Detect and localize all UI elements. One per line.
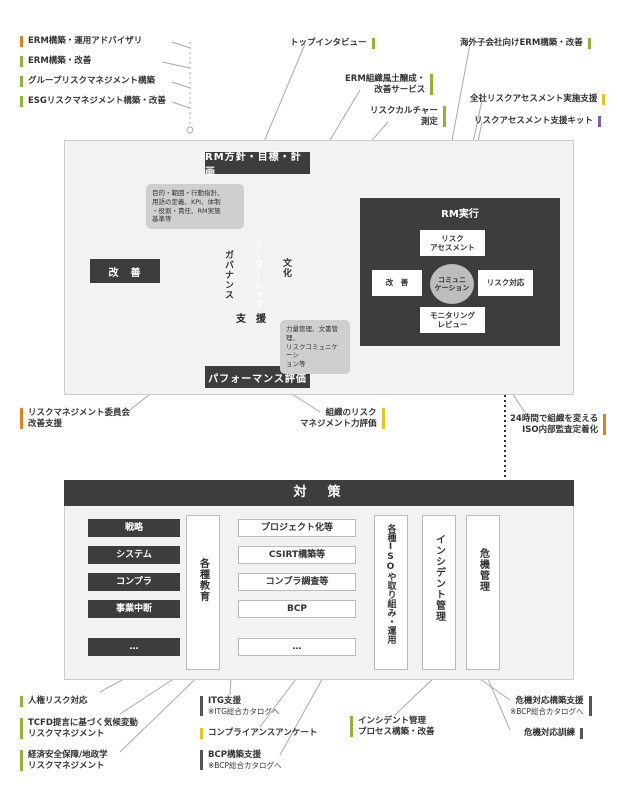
label-capability-1: 組織のリスク	[325, 408, 377, 418]
label-bcp-build[interactable]: BCP構築支援 ※BCP総合カタログへ	[200, 750, 282, 770]
label-overseas[interactable]: 海外子会社向けERM構築・改善	[460, 38, 591, 49]
col-crisis: 危機管理	[466, 515, 500, 670]
label-incident-process-2: プロセス構築・改善	[358, 726, 435, 737]
label-economic-security[interactable]: 経済安全保障/地政学 リスクマネジメント	[20, 750, 108, 772]
row-compliance: コンプラ	[88, 573, 180, 591]
cell-bcp: BCP	[238, 600, 356, 618]
label-itg[interactable]: ITG支援 ※ITG総合カタログへ	[200, 696, 279, 716]
cell-csirt: CSIRT構築等	[238, 546, 356, 564]
policy-note-3: ・役割・責任、RM実施	[152, 206, 221, 215]
label-human-rights[interactable]: 人権リスク対応	[20, 696, 88, 707]
label-crisis-training[interactable]: 危機対応訓練	[524, 728, 584, 739]
label-risk-culture[interactable]: リスクカルチャー 測定	[370, 106, 446, 128]
venn-support: 支 援	[236, 314, 266, 325]
label-assessment-kit[interactable]: リスクアセスメント支援キット	[474, 116, 601, 127]
label-company-assessment[interactable]: 全社リスクアセスメント実施支援	[470, 94, 606, 105]
label-group-rm[interactable]: グループリスクマネジメント構築	[20, 76, 155, 87]
label-erm-build[interactable]: ERM構築・改善	[20, 56, 91, 67]
label-economic-security-2: リスクマネジメント	[28, 760, 105, 771]
rm-improve-box: 改 善	[372, 270, 422, 296]
label-committee-1: リスクマネジメント委員会	[28, 408, 131, 418]
row-more: …	[88, 638, 180, 656]
improve-box: 改 善	[90, 259, 160, 283]
communication-2: ケーション	[434, 284, 470, 292]
row-system: システム	[88, 546, 180, 564]
row-business-interruption: 事業中断	[88, 600, 180, 618]
support-note-3: ョン等	[286, 360, 306, 369]
col-education: 各種教育	[186, 515, 220, 670]
label-crisis-build-title: 危機対応構築支援	[515, 696, 584, 706]
label-committee[interactable]: リスクマネジメント委員会 改善支援	[20, 408, 131, 430]
label-incident-process-1: インシデント管理	[358, 716, 427, 726]
rm-exec-title: RM実行	[441, 209, 479, 220]
label-esg-rm[interactable]: ESGリスクマネジメント構築・改善	[20, 96, 166, 107]
support-note-1: 力量管理、文書管理、	[286, 325, 338, 342]
label-tcfd-2: リスクマネジメント	[28, 728, 105, 739]
policy-note-4: 基準等	[152, 215, 172, 224]
label-erm-culture-1: ERM組織風土醸成・	[345, 74, 426, 84]
label-erm-culture[interactable]: ERM組織風土醸成・ 改善サービス	[345, 74, 434, 96]
label-tcfd-1: TCFD提言に基づく気候変動	[28, 718, 138, 728]
label-bcp-title: BCP構築支援	[208, 750, 261, 760]
policy-note: 目的・範囲・行動指針、 用語の定義、KPI、体制 ・役割・責任、RM実施 基準等	[146, 184, 244, 230]
support-note-2: リスクコミュニケーシ	[286, 342, 338, 360]
col-education-text: 各種教育	[197, 558, 209, 602]
cell-compliance-survey: コンプラ調査等	[238, 573, 356, 591]
label-compliance-survey[interactable]: コンプライアンスアンケート	[200, 728, 317, 739]
cell-more: …	[238, 638, 356, 656]
label-iso-audit[interactable]: 24時間で組織を変える ISO内部監査定着化	[510, 414, 607, 436]
policy-note-1: 目的・範囲・行動指針、	[152, 189, 224, 197]
monitoring-1: モニタリング	[430, 310, 475, 320]
countermeasures-title: 対 策	[64, 480, 574, 506]
col-iso: 各種ISOや取り組み・運用	[374, 515, 408, 670]
col-incident: インシデント管理	[422, 515, 456, 670]
rm-plan-box: RM方針・目標・計画	[205, 152, 310, 178]
label-iso-audit-1: 24時間で組織を変える	[510, 414, 599, 424]
label-committee-2: 改善支援	[28, 418, 63, 429]
col-iso-text: 各種ISOや取り組み・運用	[385, 524, 396, 644]
venn-leadership: リーダーシップ	[252, 240, 262, 310]
venn-governance: ガバナンス	[223, 250, 233, 300]
label-itg-title: ITG支援	[208, 696, 241, 706]
row-strategy: 戦略	[88, 519, 180, 537]
label-top-interview[interactable]: トップインタビュー	[290, 38, 375, 49]
label-bcp-sub: ※BCP総合カタログへ	[208, 760, 282, 770]
risk-assessment-2: アセスメント	[430, 243, 475, 252]
label-erm-advisory[interactable]: ERM構築・運用アドバイザリ	[20, 36, 142, 47]
support-note: 力量管理、文書管理、 リスクコミュニケーシ ョン等	[280, 320, 350, 374]
risk-assessment-1: リスク	[441, 233, 464, 243]
cell-project: プロジェクト化等	[238, 519, 356, 537]
label-itg-sub: ※ITG総合カタログへ	[208, 706, 280, 716]
label-crisis-build[interactable]: 危機対応構築支援 ※BCP総合カタログへ	[510, 696, 592, 716]
label-incident-process[interactable]: インシデント管理 プロセス構築・改善	[350, 716, 435, 738]
label-erm-culture-2: 改善サービス	[374, 84, 426, 95]
communication-circle: コミュニケーション	[430, 264, 474, 304]
policy-note-2: 用語の定義、KPI、体制	[152, 197, 221, 206]
col-incident-text: インシデント管理	[433, 534, 445, 622]
venn-culture: 文化	[281, 258, 291, 278]
label-economic-security-1: 経済安全保障/地政学	[28, 750, 108, 760]
label-risk-culture-1: リスクカルチャー	[370, 106, 438, 116]
risk-response-box: リスク対応	[478, 270, 533, 296]
label-crisis-build-sub: ※BCP総合カタログへ	[510, 706, 584, 716]
monitoring-box: モニタリングレビュー	[420, 307, 485, 333]
monitoring-2: レビュー	[437, 320, 468, 329]
label-iso-audit-2: ISO内部監査定着化	[522, 424, 599, 435]
risk-assessment-box: リスクアセスメント	[420, 230, 485, 256]
label-capability[interactable]: 組織のリスク マネジメント力評価	[300, 408, 385, 430]
label-risk-culture-2: 測定	[420, 116, 438, 127]
label-tcfd[interactable]: TCFD提言に基づく気候変動 リスクマネジメント	[20, 718, 138, 740]
label-capability-2: マネジメント力評価	[300, 418, 377, 429]
col-crisis-text: 危機管理	[477, 548, 489, 592]
communication-1: コミュニ	[438, 275, 466, 284]
